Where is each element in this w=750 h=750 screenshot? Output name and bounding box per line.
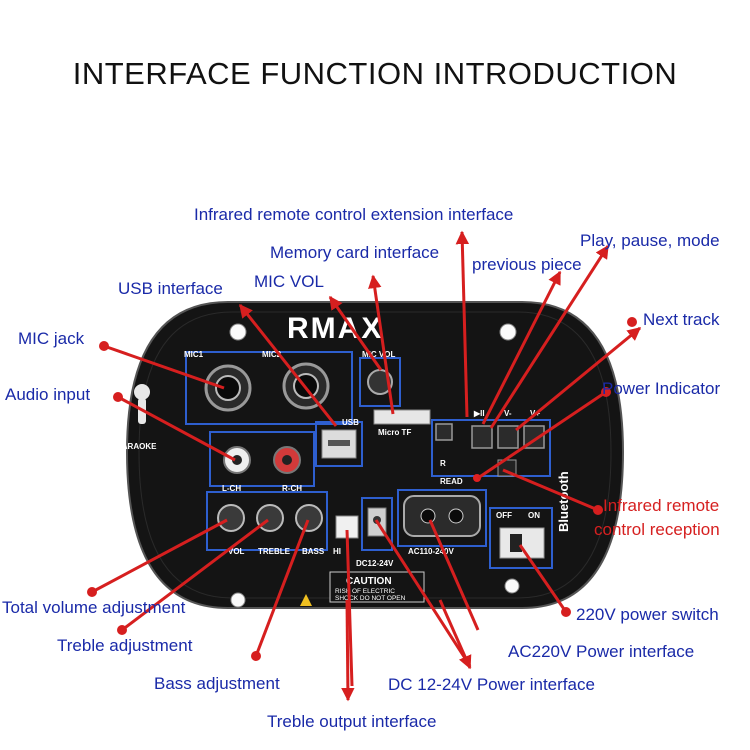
annotation-arrows: [238, 230, 642, 432]
rca-inputs: [223, 446, 301, 474]
label-audio-input: Audio input: [5, 385, 91, 404]
annotation-dot-lines: [91, 344, 607, 687]
ac-socket: [403, 495, 481, 537]
mic-vol-outline: [359, 357, 401, 407]
label-next-track: Next track: [643, 310, 720, 329]
label-previous: previous piece: [472, 255, 582, 274]
board-on-label: ON: [528, 511, 540, 520]
warning-icon: [300, 594, 312, 606]
label-usb: USB interface: [118, 279, 223, 298]
label-play-pause: Play, pause, mode: [580, 231, 720, 250]
board-read-label: READ: [440, 477, 463, 486]
mounting-holes: [229, 323, 520, 608]
board-rch-label: R-CH: [282, 484, 302, 493]
board-hi-label: HI: [333, 547, 341, 556]
usb-outline: [315, 421, 363, 467]
dc-outline: [361, 497, 393, 551]
control-strip-outline: [431, 419, 551, 477]
board-karaoke-label: KARAOKE: [116, 442, 157, 451]
board-mic2-label: MIC2: [262, 350, 282, 359]
caution-line-1: RISK OF ELECTRIC: [335, 588, 395, 595]
switch-outline: [489, 507, 553, 569]
caution-title: CAUTION: [346, 576, 392, 587]
brand-logo: RMAX: [287, 312, 383, 345]
board-mic1-label: MIC1: [184, 350, 204, 359]
label-treble-output: Treble output interface: [267, 712, 437, 731]
label-memory-card: Memory card interface: [270, 243, 440, 262]
mic-jack-outline: [185, 351, 353, 425]
label-dc: DC 12-24V Power interface: [388, 675, 595, 694]
board-pause-label: ▶II: [473, 409, 485, 418]
label-bass: Bass adjustment: [154, 674, 280, 693]
board-usb-label: USB: [342, 418, 359, 427]
caution-box: [329, 571, 425, 603]
board-r-label: R: [440, 459, 446, 468]
board-lch-label: L-CH: [222, 484, 241, 493]
caution-line-2: SHOCK DO NOT OPEN: [335, 595, 406, 602]
label-ac220v: AC220V Power interface: [508, 642, 695, 661]
board-vol-label: VOL: [228, 547, 245, 556]
label-ir-reception-2: control reception: [594, 520, 720, 539]
label-total-volume: Total volume adjustment: [2, 598, 186, 617]
board-off-label: OFF: [496, 511, 512, 520]
board-vminus-label: V-: [504, 409, 512, 418]
board-ac-label: AC110-240V: [408, 547, 454, 556]
knob-outline: [206, 491, 328, 551]
page-title: INTERFACE FUNCTION INTRODUCTION: [72, 56, 678, 91]
label-mic-vol: MIC VOL: [254, 272, 324, 291]
board-treble-label: TREBLE: [258, 547, 291, 556]
board-micvol-label: MIC VOL: [362, 350, 395, 359]
bluetooth-label: Bluetooth: [556, 471, 571, 532]
label-mic-jack: MIC jack: [18, 329, 85, 348]
audio-input-outline: [209, 431, 315, 487]
board-microtf-label: Micro TF: [378, 428, 411, 437]
label-power-indicator: Power Indicator: [602, 379, 721, 398]
micro-tf-slot: [373, 409, 431, 425]
board-bass-label: BASS: [302, 547, 325, 556]
label-treble: Treble adjustment: [57, 636, 193, 655]
label-220v-switch: 220V power switch: [576, 605, 719, 624]
label-ir-extension: Infrared remote control extension interf…: [194, 205, 514, 224]
label-ir-reception-1: Infrared remote: [603, 496, 720, 515]
annotation-dots: [87, 317, 637, 661]
board-dc-label: DC12-24V: [356, 559, 394, 568]
